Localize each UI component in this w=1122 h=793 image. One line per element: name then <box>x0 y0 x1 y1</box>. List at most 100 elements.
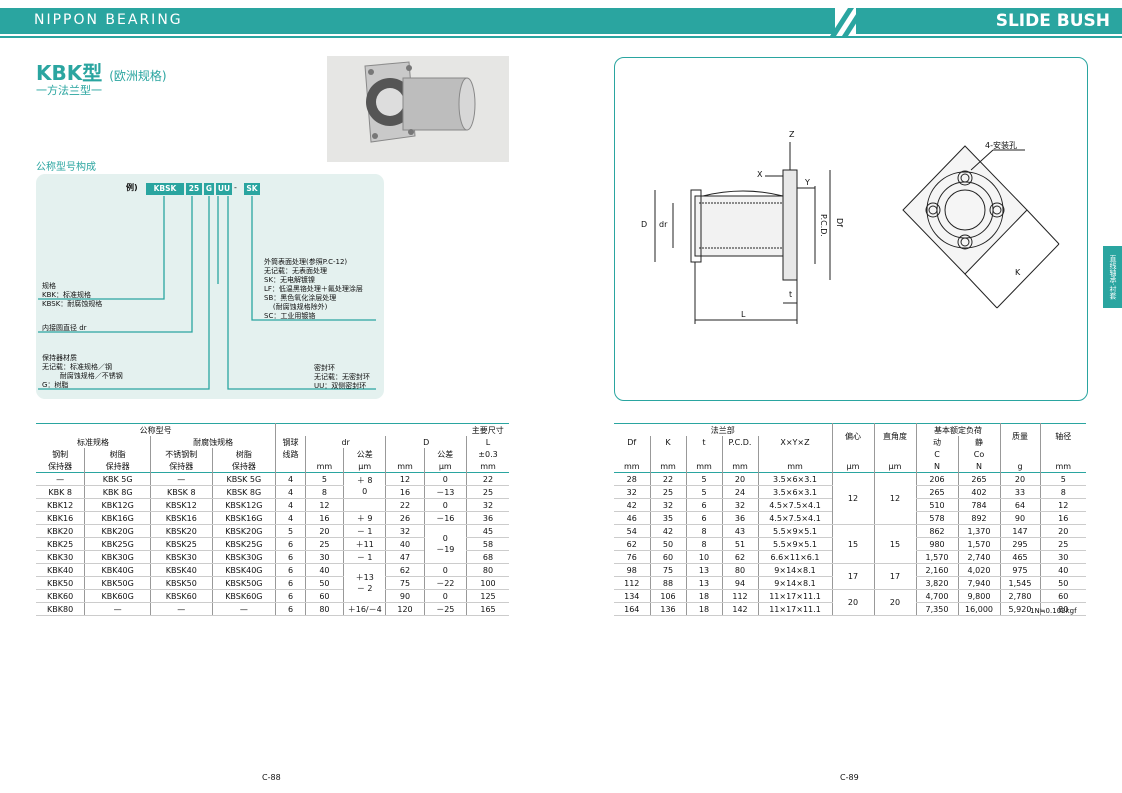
table-cell: KBK25G <box>84 537 151 551</box>
table-cell: 10 <box>685 550 722 564</box>
hdr-cell: N <box>915 460 958 473</box>
table-cell: 13 <box>685 576 722 590</box>
seal-note: 密封环 无记载：无密封环 UU：双侧密封环 <box>314 364 370 390</box>
hdr-cell: mm <box>649 460 686 473</box>
table-cell: 2,740 <box>957 550 1000 564</box>
table-cell: 975 <box>999 563 1040 577</box>
table-cell: 206 <box>915 472 958 486</box>
table-cell: 62 <box>385 563 425 577</box>
hdr-mass: 质量 <box>999 423 1040 448</box>
product-title: KBK型 (欧洲规格) <box>36 57 167 86</box>
table-cell: 7,350 <box>915 602 958 616</box>
table-cell: KBSK 8 <box>150 485 213 499</box>
table-cell: 28 <box>614 472 650 486</box>
table-cell: KBK25 <box>36 537 85 551</box>
table-cell: 80 <box>304 602 344 616</box>
table-cell: 60 <box>649 550 686 564</box>
table-cell: 6 <box>275 576 306 590</box>
table-cell: 12 <box>1039 498 1086 512</box>
table-cell: 17 <box>873 563 916 590</box>
table-cell: －25 <box>423 602 467 616</box>
table-cell: 6 <box>275 550 306 564</box>
table-cell: 3,820 <box>915 576 958 590</box>
table-cell: 295 <box>999 537 1040 551</box>
table-cell: 4 <box>275 498 306 512</box>
table-cell: 98 <box>614 563 650 577</box>
table-cell: 3.5×6×3.1 <box>757 485 832 499</box>
table-cell: 40 <box>1039 563 1086 577</box>
table-cell: — <box>150 472 213 486</box>
table-cell: ＋11 <box>343 537 386 551</box>
table-cell: KBK40 <box>36 563 85 577</box>
table-cell: KBSK30G <box>211 550 276 564</box>
header-stripes-icon <box>830 8 866 36</box>
table-cell: 8 <box>304 485 344 499</box>
table-cell: KBSK25G <box>211 537 276 551</box>
table-cell: 13 <box>685 563 722 577</box>
hdr-cell: 公差 <box>423 448 467 460</box>
product-title-main: KBK型 <box>36 61 103 85</box>
hdr-balls: 钢球 <box>275 436 306 448</box>
hdr-L: L <box>466 436 509 448</box>
table-cell: 1,545 <box>999 576 1040 590</box>
table-cell: 12 <box>304 498 344 512</box>
table-cell: 46 <box>614 511 650 525</box>
table-cell: 33 <box>999 485 1040 499</box>
table-cell: 51 <box>721 537 758 551</box>
hdr-cell: μm <box>873 460 916 473</box>
label-dr: dr <box>659 220 668 229</box>
table-cell: 6 <box>275 563 306 577</box>
product-photo <box>327 56 509 162</box>
table-cell: 22 <box>385 498 425 512</box>
code-retainer: G <box>204 183 214 195</box>
hdr-main-dims: 主要尺寸 <box>471 425 504 435</box>
hdr-cell: 线路 <box>275 448 306 460</box>
table-cell: 402 <box>957 485 1000 499</box>
part-number-leader-lines <box>38 196 376 390</box>
table-cell: 6 <box>685 498 722 512</box>
hdr-cell: mm <box>466 460 509 473</box>
table-cell: ＋13 － 2 <box>343 563 386 603</box>
table-cell: 6 <box>685 511 722 525</box>
hdr-load: 基本额定负荷 <box>915 423 1000 436</box>
table-cell: 11×17×11.1 <box>757 589 832 603</box>
table-cell: 60 <box>1039 589 1086 603</box>
table-cell: KBK12G <box>84 498 151 512</box>
table-cell: KBSK50 <box>150 576 213 590</box>
table-cell: 510 <box>915 498 958 512</box>
table-cell: 5 <box>304 472 344 486</box>
header-rule <box>0 36 1122 38</box>
table-cell: 112 <box>721 589 758 603</box>
hdr-corr: 耐腐蚀规格 <box>150 436 276 448</box>
table-cell: 125 <box>466 589 509 603</box>
table-cell: 15 <box>831 524 874 564</box>
table-cell: KBK50G <box>84 576 151 590</box>
example-label: 例) <box>126 183 138 192</box>
part-number-heading: 公称型号构成 <box>36 162 96 173</box>
table-cell: KBK30G <box>84 550 151 564</box>
table-cell: 94 <box>721 576 758 590</box>
table-cell: 22 <box>466 472 509 486</box>
table-cell: KBSK12G <box>211 498 276 512</box>
table-cell: 4,020 <box>957 563 1000 577</box>
table-cell: 18 <box>685 589 722 603</box>
hdr-cell: μm <box>343 460 386 473</box>
hdr-cell: 保持器 <box>211 460 276 473</box>
table-cell: 50 <box>1039 576 1086 590</box>
table-cell: 20 <box>831 589 874 616</box>
table-cell: 9×14×8.1 <box>757 576 832 590</box>
table-cell: 5 <box>275 524 306 538</box>
table-cell: 75 <box>385 576 425 590</box>
hdr-cell <box>385 448 425 460</box>
table-cell: 892 <box>957 511 1000 525</box>
hdr-cell: P.C.D. <box>721 436 758 448</box>
